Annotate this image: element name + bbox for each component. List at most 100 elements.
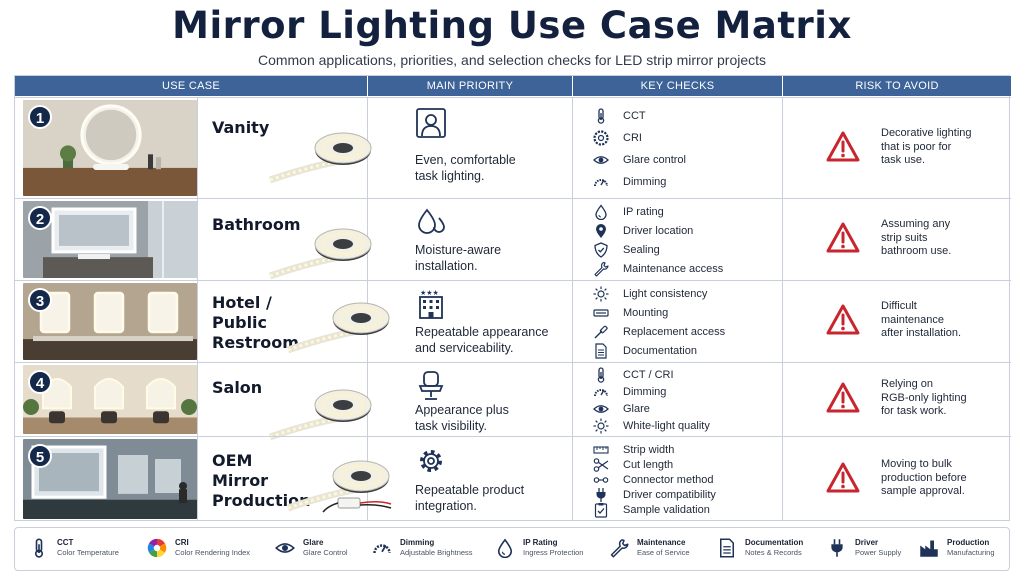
use-case-photo: 2 [23, 201, 197, 278]
legend-description: Power Supply [855, 548, 902, 557]
column-divider [572, 437, 573, 521]
key-check-item: Replacement access [593, 322, 783, 341]
legend-title: Dimming [400, 538, 435, 547]
row-number-badge: 4 [28, 370, 52, 394]
key-check-label: Dimming [623, 385, 667, 398]
location-pin-icon [593, 223, 609, 239]
key-check-label: Glare [623, 402, 650, 415]
color-wheel-icon [145, 536, 169, 560]
use-case-matrix: USE CASE MAIN PRIORITY KEY CHECKS RISK T… [14, 75, 1011, 521]
column-divider [572, 281, 573, 362]
thermometer-icon [27, 536, 51, 560]
color-wheel-icon [593, 130, 609, 146]
key-check-label: CCT [623, 110, 646, 122]
wrench-icon [607, 536, 631, 560]
screwdriver-icon [593, 324, 609, 340]
key-check-item: Maintenance access [593, 259, 783, 278]
key-check-item: Sealing [593, 240, 783, 259]
key-check-label: Cut length [623, 458, 674, 471]
column-divider [197, 281, 198, 362]
use-case-photo: 1 [23, 100, 197, 196]
row-number-badge: 2 [28, 206, 52, 230]
row-number-badge: 3 [28, 288, 52, 312]
ruler-icon [593, 442, 609, 458]
led-strip-reel-image [283, 298, 393, 358]
warning-icon [826, 382, 860, 414]
header-key-checks: KEY CHECKS [573, 76, 782, 96]
eye-icon [273, 536, 297, 560]
key-check-item: IP rating [593, 202, 783, 221]
column-divider [572, 98, 573, 198]
warning-icon [826, 304, 860, 336]
key-check-label: Dimming [623, 176, 667, 188]
svg-text:★★★: ★★★ [420, 289, 439, 297]
legend-description: Manufacturing [947, 548, 995, 557]
key-check-item: White-light quality [593, 417, 783, 434]
row-number-badge: 1 [28, 105, 52, 129]
legend-title: Production [947, 538, 990, 547]
connector-icon [593, 472, 609, 488]
legend-description: Notes & Records [745, 548, 802, 557]
sun-icon [593, 286, 609, 302]
use-case-photo: 3 [23, 283, 197, 360]
key-check-label: Documentation [623, 344, 697, 357]
key-check-item: Sample validation [593, 502, 783, 518]
key-check-label: Connector method [623, 473, 714, 486]
eye-icon [593, 152, 609, 168]
thermometer-icon [593, 366, 609, 383]
plug-icon [593, 487, 609, 503]
legend-title: Documentation [745, 538, 804, 547]
use-case-name: Salon [212, 378, 263, 397]
key-check-label: Mounting [623, 306, 669, 319]
use-case-name: Bathroom [212, 215, 301, 234]
key-check-item: Cut length [593, 457, 783, 472]
key-check-label: CRI [623, 132, 642, 144]
shield-icon [593, 241, 609, 258]
dimmer-gauge-icon [593, 384, 609, 400]
key-check-label: Strip width [623, 443, 675, 456]
key-check-item: Driver compatibility [593, 487, 783, 502]
salon-chair-icon [415, 370, 447, 402]
legend-description: Ingress Protection [523, 548, 584, 557]
legend-title: Driver [855, 538, 879, 547]
key-check-label: Driver compatibility [623, 488, 716, 501]
key-check-item: Dimming [593, 171, 783, 193]
drop-icon [493, 536, 517, 560]
eye-icon [593, 401, 609, 417]
key-check-label: Driver location [623, 224, 694, 237]
key-check-label: Light consistency [623, 287, 708, 300]
scissors-icon [593, 457, 609, 473]
column-divider [197, 98, 198, 198]
checklist-icon [593, 502, 609, 518]
legend-title: IP Rating [523, 538, 558, 547]
document-icon [715, 536, 739, 560]
key-check-label: White-light quality [623, 419, 710, 432]
hotel-building-icon: ★★★ [415, 288, 447, 320]
column-divider [572, 363, 573, 436]
key-check-label: IP rating [623, 205, 664, 218]
use-case-photo: 4 [23, 365, 197, 434]
legend-title: Glare [303, 538, 324, 547]
key-check-item: Glare [593, 400, 783, 417]
column-divider [782, 281, 783, 362]
column-divider [782, 199, 783, 280]
legend-title: CRI [175, 538, 189, 547]
column-divider [782, 437, 783, 521]
warning-icon [826, 462, 860, 494]
column-divider [197, 199, 198, 280]
legend-title: CCT [57, 538, 74, 547]
